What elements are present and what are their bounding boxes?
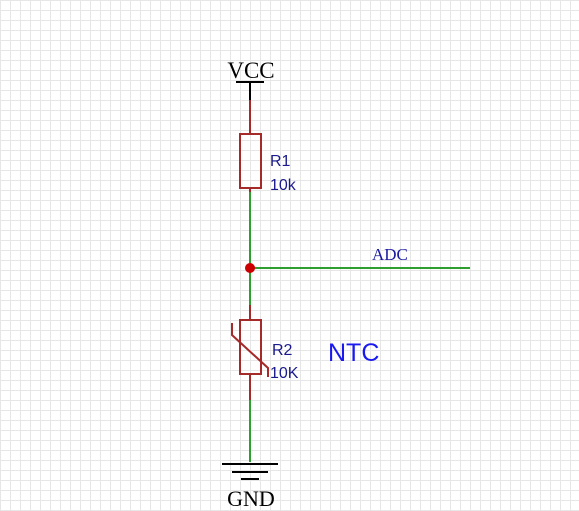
gnd-symbol bbox=[222, 463, 278, 480]
thermistor-r2 bbox=[231, 305, 269, 400]
junction-dot bbox=[245, 263, 255, 273]
resistor-r1 bbox=[239, 100, 262, 192]
r2-value: 10K bbox=[270, 365, 299, 382]
r2-designator: R2 bbox=[272, 342, 293, 359]
vcc-power-symbol bbox=[236, 81, 264, 100]
ntc-label: NTC bbox=[328, 339, 379, 367]
r1-value: 10k bbox=[270, 177, 297, 194]
vcc-label: VCC bbox=[227, 58, 274, 83]
gnd-label: GND bbox=[227, 486, 275, 511]
adc-net-label: ADC bbox=[372, 245, 408, 264]
r1-designator: R1 bbox=[270, 153, 291, 170]
